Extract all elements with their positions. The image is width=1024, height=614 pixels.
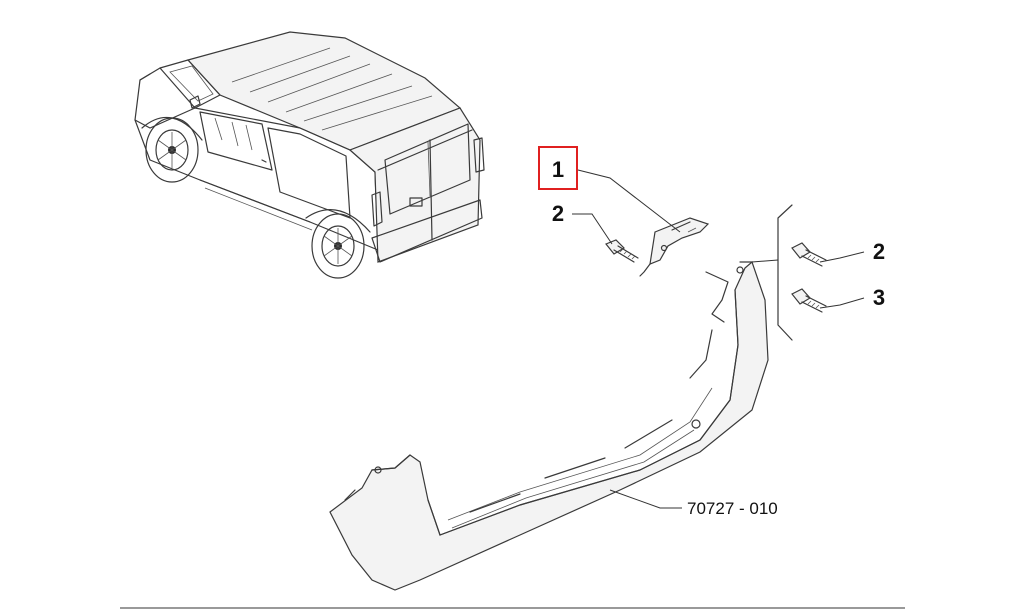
bolt-icon <box>791 288 827 313</box>
part-number-label: 70727 - 010 <box>687 499 778 518</box>
bolt-icon <box>791 242 827 267</box>
highlight-box <box>538 146 578 190</box>
rear-bumper-icon <box>329 260 769 591</box>
callout-2-left: 2 <box>552 201 564 226</box>
callout-3: 3 <box>873 285 885 310</box>
bolt-icon <box>605 239 639 263</box>
bracket-icon <box>639 217 710 277</box>
van-rear-three-quarter-icon <box>134 31 485 279</box>
callout-1: 1 <box>552 157 564 182</box>
callout-2-right: 2 <box>873 239 885 264</box>
